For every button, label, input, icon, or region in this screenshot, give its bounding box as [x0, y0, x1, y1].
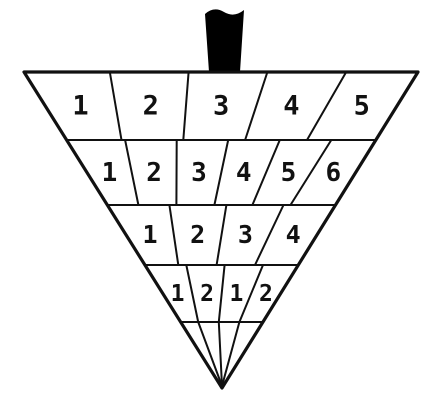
cell-number: 2	[259, 281, 273, 307]
cell-number: 1	[142, 220, 157, 249]
cell-number: 3	[213, 91, 229, 122]
cell-number: 2	[200, 281, 214, 307]
cell-number: 1	[171, 281, 185, 307]
cell-number: 3	[191, 158, 207, 188]
cell-number: 2	[146, 158, 162, 188]
cell-number: 6	[325, 158, 341, 188]
cell-number: 4	[286, 220, 301, 249]
cell-number: 4	[283, 91, 299, 122]
cell-number: 5	[281, 158, 297, 188]
cell-number: 1	[102, 158, 118, 188]
cell-number: 5	[354, 91, 370, 122]
funnel-stem-icon	[205, 9, 244, 72]
cell-number: 3	[238, 220, 253, 249]
cell-number: 1	[229, 281, 243, 307]
cell-number: 4	[236, 158, 252, 188]
cell-number: 2	[190, 220, 205, 249]
cell-number: 1	[72, 91, 88, 122]
cell-number: 2	[143, 91, 159, 122]
